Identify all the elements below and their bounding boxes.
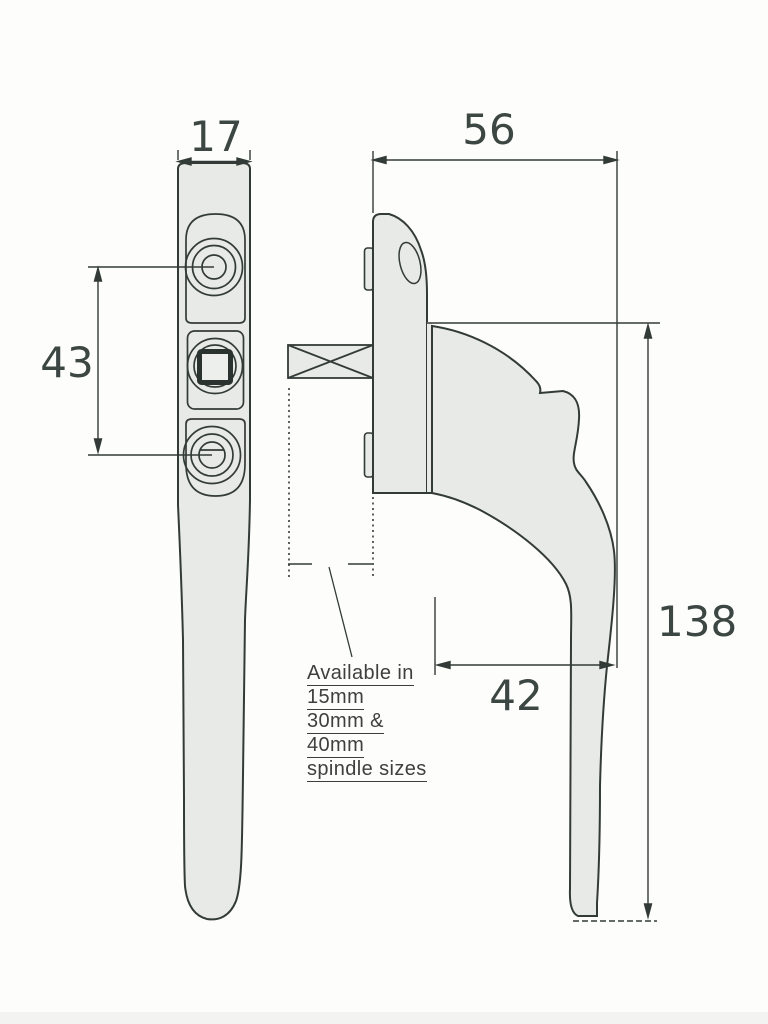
spindle-note-line: Available in <box>307 662 427 686</box>
spindle-note-text: 30mm & <box>307 710 384 734</box>
dim-label-depth: 56 <box>462 105 516 154</box>
dimension-138 <box>427 322 660 922</box>
dim-label-grip-offset: 42 <box>489 671 543 720</box>
front-view <box>177 162 251 921</box>
dimension-56 <box>370 151 620 668</box>
front-handle-outline <box>177 162 251 921</box>
bottom-screw-panel <box>185 418 246 497</box>
cap-highlight <box>398 241 422 285</box>
spindle-note-line: 30mm & <box>307 710 427 734</box>
spindle-note-text: Available in <box>307 662 414 686</box>
spindle-length-guides <box>288 388 374 658</box>
top-screw-panel <box>185 213 246 324</box>
spindle-shaft <box>287 344 374 379</box>
dim-label-screw-spacing: 43 <box>40 338 94 387</box>
scan-edge-shading <box>0 1012 768 1024</box>
spindle-note-line: 40mm <box>307 734 427 758</box>
spindle-hole <box>186 337 244 395</box>
dim-label-height: 138 <box>657 597 738 646</box>
spindle-square-socket <box>197 349 233 385</box>
dimension-42 <box>434 597 616 675</box>
side-grip <box>431 324 616 917</box>
spindle-note-text: 15mm <box>307 686 365 710</box>
spindle-note: Available in 15mm 30mm & 40mm spindle si… <box>307 662 427 782</box>
spindle-note-line: spindle sizes <box>307 758 427 782</box>
spindle-note-text: 40mm <box>307 734 365 758</box>
dimension-17 <box>175 150 253 166</box>
spindle-note-line: 15mm <box>307 686 427 710</box>
spindle-note-text: spindle sizes <box>307 758 427 782</box>
note-leader-line <box>328 566 353 658</box>
side-view <box>287 213 616 917</box>
dimension-43 <box>88 265 214 456</box>
dim-label-width: 17 <box>189 112 243 161</box>
